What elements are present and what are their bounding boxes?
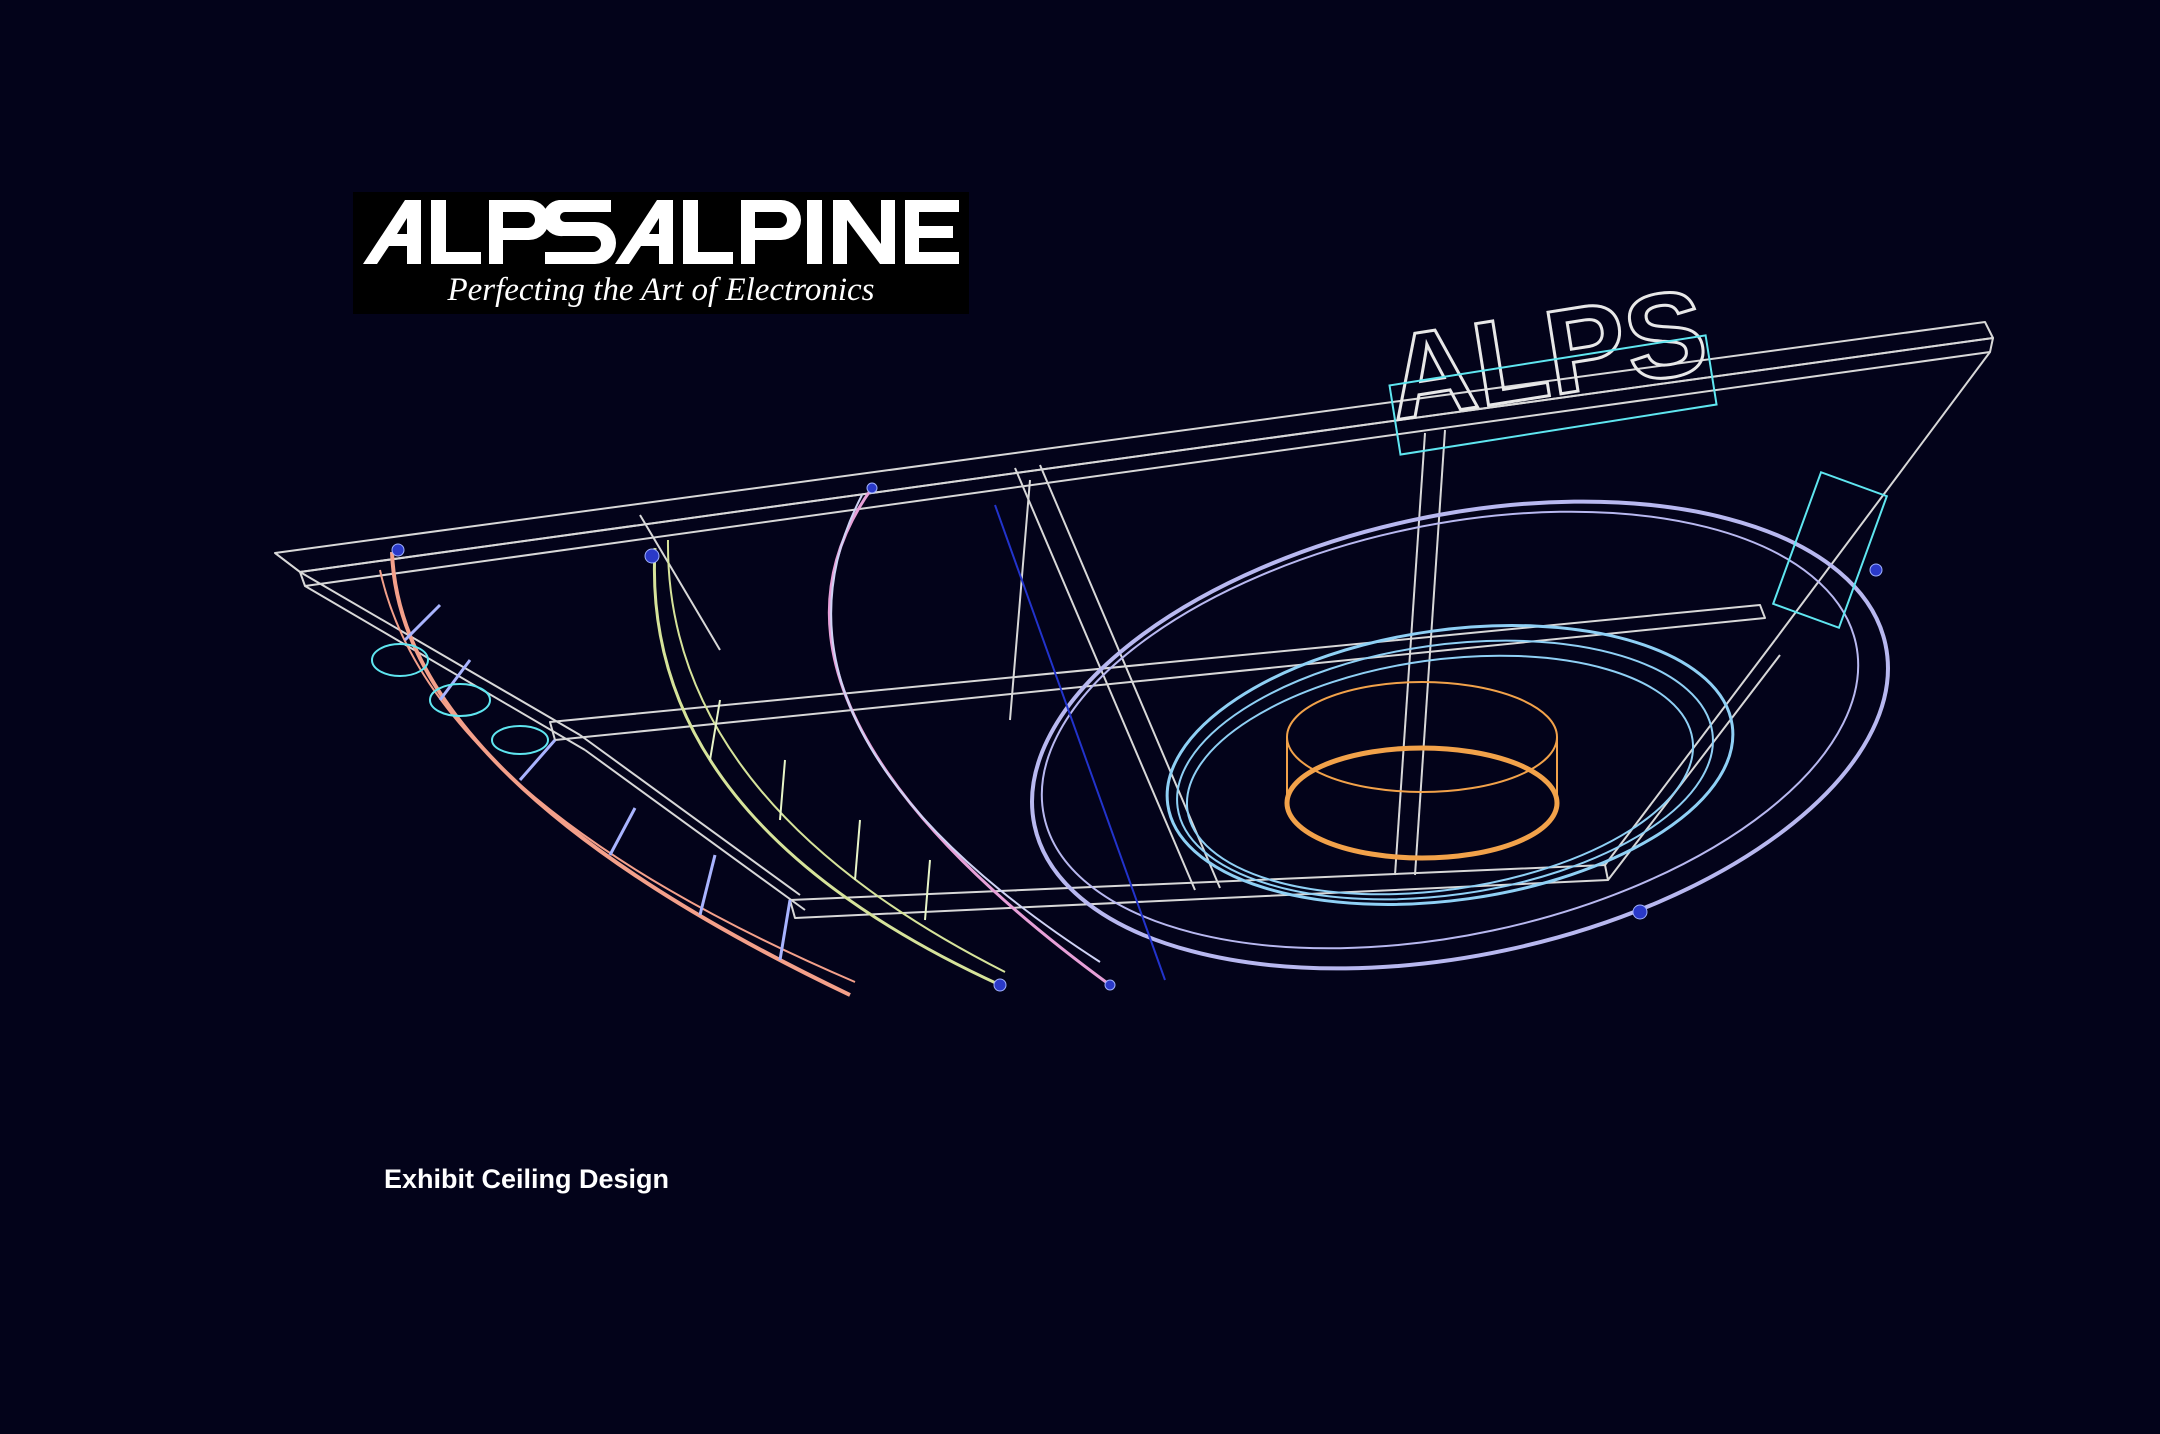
alps-sign: ALPS — [1377, 262, 1717, 447]
blue-guide-line — [994, 504, 1166, 981]
sky-rings — [1165, 624, 1735, 906]
frame-structure — [274, 321, 1994, 919]
salmon-arc-struts — [403, 603, 792, 961]
yellow-green-struts — [709, 699, 931, 921]
logo-tagline: Perfecting the Art of Electronics — [447, 272, 875, 308]
yellow-green-arc — [652, 539, 1006, 987]
pink-arc — [828, 487, 1111, 987]
node-markers — [391, 482, 1883, 992]
lavender-ring — [1030, 499, 1890, 971]
caption: Exhibit Ceiling Design — [384, 1164, 670, 1194]
alpsalpine-logo: Perfecting the Art of Electronics — [353, 192, 969, 314]
cyan-details — [371, 334, 1889, 755]
orange-drum — [1284, 681, 1560, 861]
alps-sign-lettering: ALPS — [1378, 263, 1715, 445]
salmon-arc — [379, 551, 856, 997]
alpsalpine-wordmark — [363, 200, 959, 264]
